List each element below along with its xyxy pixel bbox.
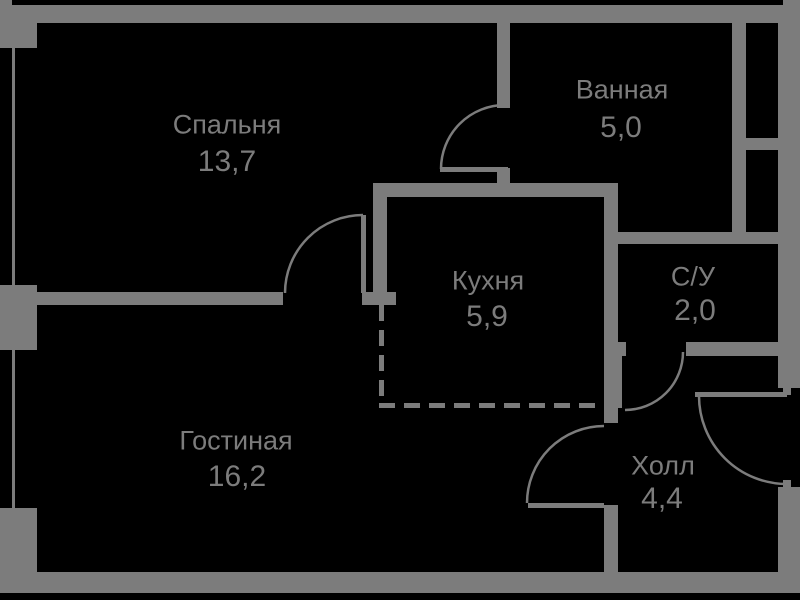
bathroom-door-leaf <box>440 167 508 172</box>
kitchen-label: Кухня <box>451 265 525 296</box>
living-window <box>12 350 15 508</box>
wc-door-arc <box>624 351 685 412</box>
wall-bottom <box>0 572 800 593</box>
wall-bathroom-left-upper <box>497 23 510 108</box>
wall-left-lower <box>0 508 37 572</box>
wall-right-lower <box>778 487 800 593</box>
bedroom-label: Спальня <box>172 109 282 140</box>
living-label: Гостиная <box>179 425 293 456</box>
bedroom-door-leaf <box>361 215 366 293</box>
wall-kitchen-right <box>604 183 618 423</box>
wall-top <box>0 5 800 23</box>
wc-area: 2,0 <box>674 294 716 327</box>
wc-door-leaf <box>617 356 622 408</box>
wall-bedroom-living-left <box>0 292 283 305</box>
wall-top-left-tab <box>0 0 12 6</box>
wall-wc-bottom-left <box>604 342 626 356</box>
wall-duct-divider <box>732 23 746 232</box>
wc-label: С/У <box>670 261 716 292</box>
wall-left-upper <box>0 5 37 48</box>
bathroom-area: 5,0 <box>600 111 642 144</box>
wall-right-upper <box>778 5 800 388</box>
kitchen-door-arc <box>525 424 605 504</box>
entrance-door-arc <box>697 395 788 486</box>
entrance-jamb-top <box>783 388 791 395</box>
wall-duct-middle <box>746 138 778 150</box>
wall-hall-living <box>604 505 618 572</box>
hall-label: Холл <box>631 450 695 481</box>
bedroom-area: 13,7 <box>197 145 257 178</box>
wall-wc-bottom-right <box>686 342 778 356</box>
bathroom-door-arc <box>439 103 506 170</box>
living-area: 16,2 <box>207 460 267 493</box>
kitchen-area: 5,9 <box>466 300 508 333</box>
hall-area: 4,4 <box>641 482 683 515</box>
wall-top-right-tab <box>783 0 800 8</box>
kitchen-door-leaf <box>528 503 604 508</box>
entrance-door-leaf <box>695 392 787 397</box>
bedroom-window <box>12 48 15 285</box>
bedroom-door-arc <box>283 213 364 294</box>
wall-kitchen-top <box>373 183 618 197</box>
bathroom-label: Ванная <box>575 74 669 105</box>
wall-kitchen-left <box>373 183 387 305</box>
wall-bathroom-bottom <box>604 232 778 244</box>
